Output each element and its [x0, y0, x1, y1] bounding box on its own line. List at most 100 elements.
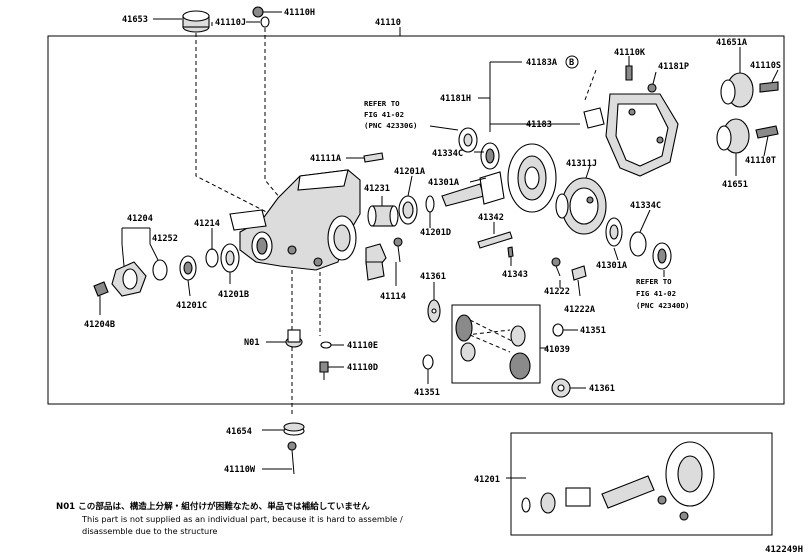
circle-b-marker: [565, 55, 579, 69]
label-41110H: 41110H: [284, 8, 315, 18]
label-41651A: 41651A: [716, 38, 748, 48]
label-41114: 41114: [380, 292, 406, 302]
label-41201B: 41201B: [218, 290, 249, 300]
ref-right-line3: (PNC 42340D): [636, 301, 689, 310]
part-41110J-washer: [260, 16, 270, 28]
part-41651A-cushion: [720, 72, 754, 108]
label-41204B: 41204B: [84, 320, 115, 330]
label-circle-b: B: [569, 58, 574, 68]
label-41334C-top: 41334C: [432, 149, 463, 159]
label-41201A: 41201A: [394, 167, 426, 177]
label-41342: 41342: [478, 213, 504, 223]
part-41110T-bolt: [755, 125, 779, 139]
part-41181P-bolt: [647, 83, 657, 93]
part-41204-companion-flange: [111, 261, 147, 297]
part-41351-washer-lower: [422, 354, 434, 370]
label-41110W: 41110W: [224, 465, 256, 475]
part-41201B-bearing: [220, 243, 240, 273]
part-bearing-right: [629, 231, 672, 270]
part-41654-cushion: [283, 422, 305, 436]
part-41114-bearing-cap: [365, 237, 403, 281]
label-41181P: 41181P: [658, 62, 689, 72]
label-41301A-right: 41301A: [596, 261, 628, 271]
label-41110J: 41110J: [215, 18, 246, 28]
part-41252-oil-seal: [152, 259, 168, 281]
label-41183: 41183: [526, 120, 552, 130]
label-41334C-right: 41334C: [630, 201, 661, 211]
figure-id: 412249H: [765, 545, 803, 555]
part-41342-pinion-shaft: [477, 231, 513, 249]
differential-carrier-housing: [229, 169, 361, 271]
label-41110K: 41110K: [614, 48, 646, 58]
part-41231-spacer: [367, 205, 399, 227]
label-41252: 41252: [152, 234, 178, 244]
note-japanese: N01 この部品は、構造上分解・組付けが困難なため、単品では補給していません: [56, 502, 370, 512]
label-41039: 41039: [544, 345, 570, 355]
label-N01: N01: [244, 338, 260, 348]
part-41110S-bolt: [759, 81, 779, 93]
part-41111A-plate: [363, 152, 384, 163]
subassembly-41201-parts: [521, 441, 715, 521]
note-english-line1: This part is not supplied as an individu…: [82, 514, 403, 524]
label-41181H: 41181H: [440, 94, 471, 104]
part-41653-cover: [182, 10, 210, 33]
label-41651: 41651: [722, 180, 748, 190]
label-41201: 41201: [474, 475, 500, 485]
label-41351-lower: 41351: [414, 388, 440, 398]
ring-pinion-subassembly-frame: [510, 432, 773, 536]
ref-top-line1: REFER TO: [364, 99, 400, 108]
part-41222A-lock-plate: [571, 265, 587, 281]
part-41110E-gasket: [320, 341, 332, 349]
note-english-line2: disassemble due to the structure: [82, 526, 218, 536]
ref-top-line3: (PNC 42330G): [364, 121, 417, 130]
part-41361-thrust-washer-lower: [551, 378, 571, 398]
label-41311J: 41311J: [566, 159, 597, 169]
part-41039-diff-gear-kit: [451, 304, 541, 384]
part-N01-breather: [285, 329, 303, 348]
label-41361-upper: 41361: [420, 272, 446, 282]
label-41110S: 41110S: [750, 61, 781, 71]
part-41204B-nut: [93, 281, 109, 297]
part-41201C-bearing: [179, 255, 197, 281]
part-41351-washer-upper: [552, 323, 564, 337]
part-41222-bolt: [551, 257, 561, 277]
label-41653: 41653: [122, 15, 148, 25]
label-41231: 41231: [364, 184, 390, 194]
part-41201A-bearing: [398, 195, 418, 225]
label-41110D: 41110D: [347, 363, 378, 373]
label-41201C: 41201C: [176, 301, 207, 311]
part-41343-pin: [507, 246, 514, 258]
label-41361-lower: 41361: [589, 384, 615, 394]
label-41214: 41214: [194, 219, 220, 229]
label-41110E: 41110E: [347, 341, 378, 351]
part-41110W-bolt: [287, 441, 297, 475]
label-41343: 41343: [502, 270, 528, 280]
part-41214-spacer: [205, 248, 219, 268]
part-41181H-rear-cover: [605, 93, 679, 177]
part-41183-gasket: [583, 107, 605, 129]
part-bearing-top: [480, 142, 500, 170]
label-41110: 41110: [375, 18, 401, 28]
label-41204: 41204: [127, 214, 153, 224]
label-41301A-top: 41301A: [428, 178, 460, 188]
label-41201D: 41201D: [420, 228, 451, 238]
label-41222A: 41222A: [564, 305, 596, 315]
ref-top-line2: FIG 41-02: [364, 110, 404, 119]
part-41110D-plug: [319, 361, 329, 380]
label-41183A: 41183A: [526, 58, 558, 68]
label-41111A: 41111A: [310, 154, 342, 164]
part-41334C-race-top: [458, 127, 478, 153]
part-41361-thrust-washer-upper: [427, 299, 441, 323]
label-41351-upper: 41351: [580, 326, 606, 336]
part-41651-cushion: [716, 118, 750, 154]
main-assembly-frame: [47, 35, 785, 405]
part-41311J-diff-case: [555, 177, 607, 235]
part-41110K-breather: [625, 65, 633, 81]
ref-right-line1: REFER TO: [636, 277, 672, 286]
label-41110T: 41110T: [745, 156, 776, 166]
label-41222: 41222: [544, 287, 570, 297]
ref-right-line2: FIG 41-02: [636, 289, 676, 298]
part-41301A-drive-pinion: [441, 171, 505, 207]
part-ring-gear: [507, 143, 557, 213]
